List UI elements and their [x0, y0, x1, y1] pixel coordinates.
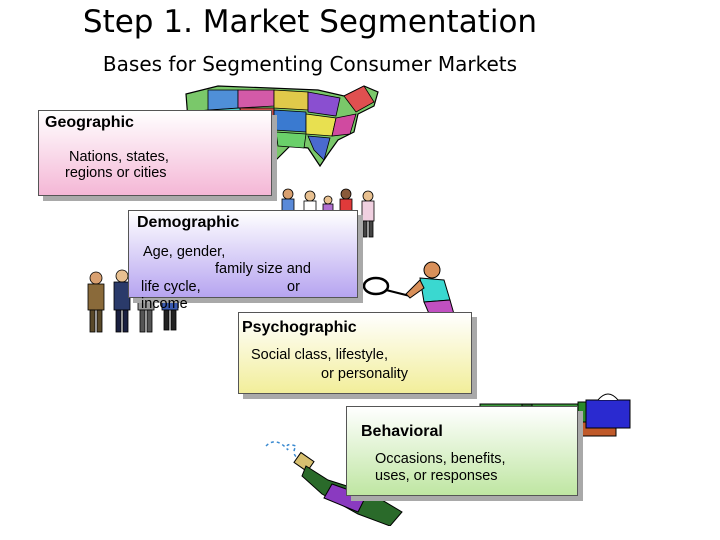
demographic-line-2: family size and [215, 261, 311, 277]
demographic-line-1: Age, gender, [143, 244, 226, 260]
slide-title: Step 1. Market Segmentation [82, 4, 538, 40]
behavioral-segment-box: Behavioral Occasions, benefits, uses, or… [346, 406, 578, 496]
psychographic-heading: Psychographic [242, 319, 357, 336]
demographic-segment-box: Demographic Age, gender, family size and… [128, 210, 358, 312]
psychographic-segment-box: Psychographic Social class, lifestyle, o… [238, 312, 472, 394]
behavioral-heading: Behavioral [361, 423, 443, 440]
demographic-line-4: or [287, 279, 300, 295]
geographic-segment-box: Geographic Nations, states, regions or c… [38, 110, 272, 196]
geographic-line-1: Nations, states, [69, 149, 169, 165]
demographic-line-5: income [141, 296, 188, 312]
business-people-icon [87, 269, 179, 333]
geographic-heading: Geographic [45, 114, 134, 131]
demographic-heading: Demographic [137, 214, 240, 231]
champagne-bottle-icon [265, 441, 403, 526]
psychographic-line-1: Social class, lifestyle, [251, 347, 388, 363]
slide-subtitle: Bases for Segmenting Consumer Markets [102, 52, 518, 76]
behavioral-line-2: uses, or responses [375, 468, 498, 484]
behavioral-line-1: Occasions, benefits, [375, 451, 506, 467]
psychographic-line-2: or personality [321, 366, 409, 382]
demographic-line-3: life cycle, [141, 279, 201, 295]
geographic-line-2: regions or cities [65, 165, 167, 181]
